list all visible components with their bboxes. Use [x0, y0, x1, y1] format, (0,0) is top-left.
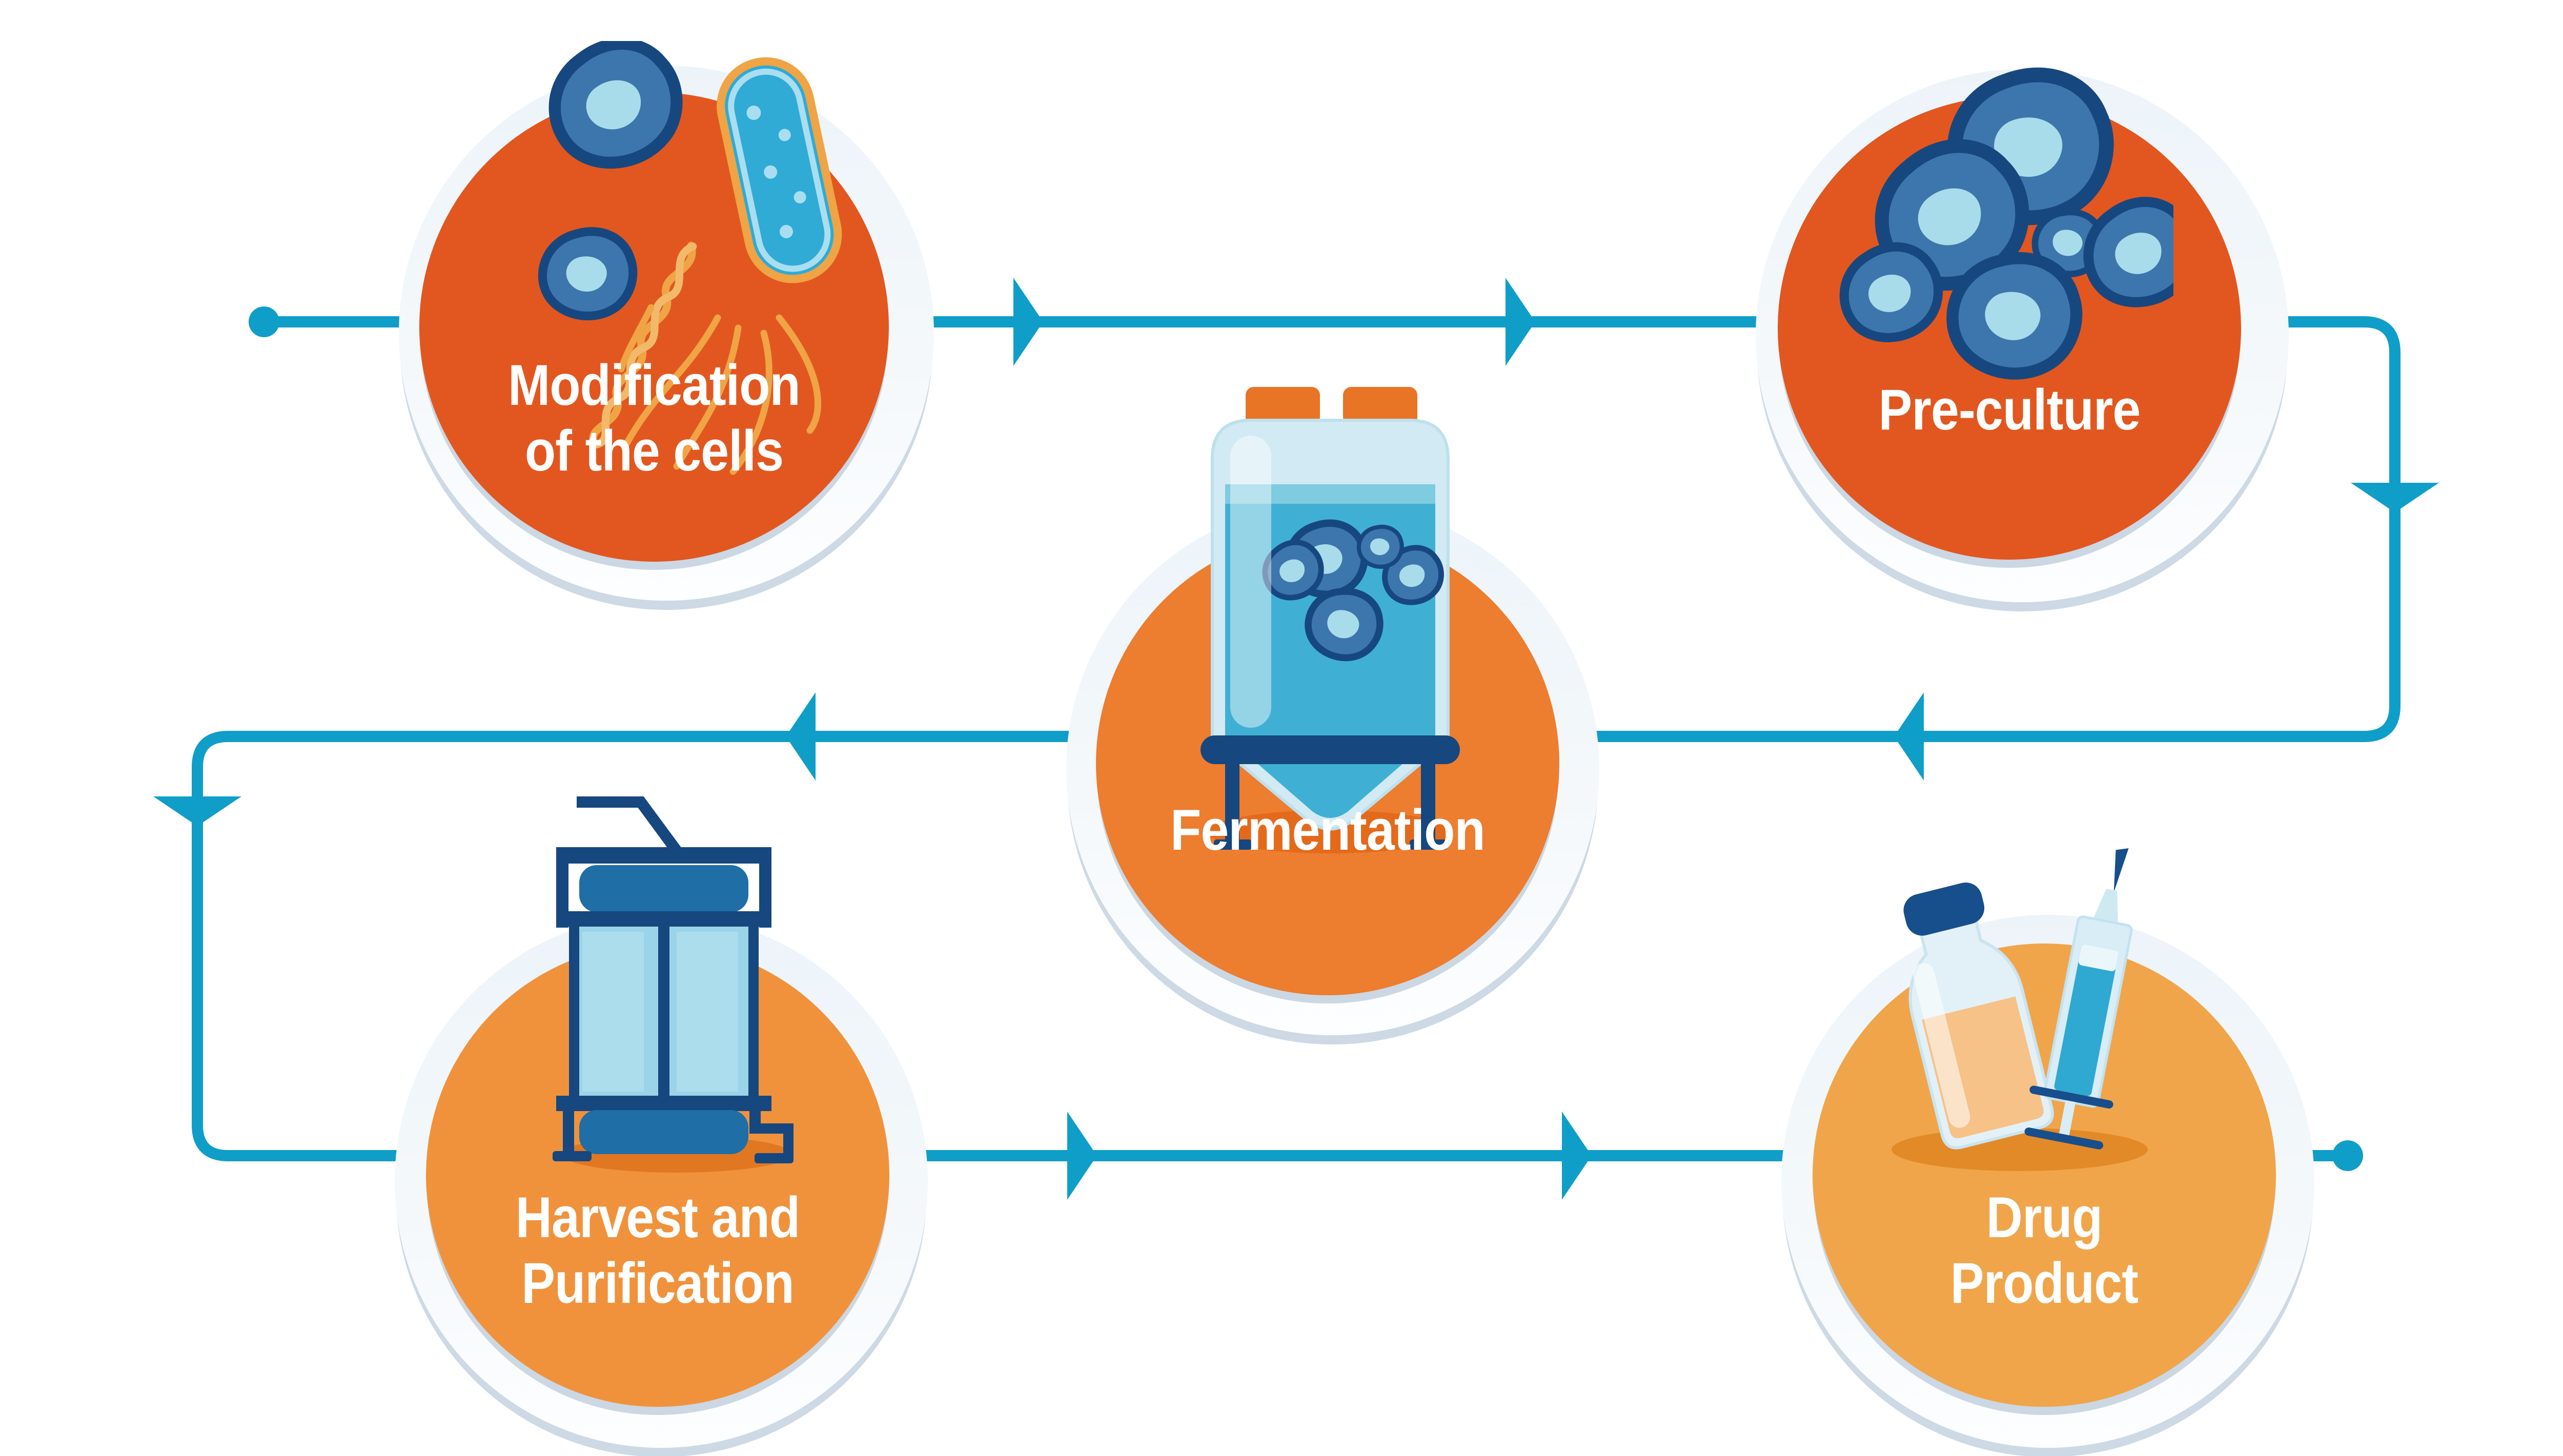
node-circle [1813, 944, 2276, 1407]
node-label: Pre-culture [1878, 378, 2141, 442]
arrow-down-icon [153, 796, 241, 826]
flow-start-dot [249, 306, 279, 337]
cell-cluster-icon [1825, 56, 2173, 415]
arrow-right-icon [1013, 278, 1043, 366]
flow-end-dot [2332, 1140, 2363, 1171]
arrow-left-icon [1894, 692, 1924, 781]
filtration-columns-icon [553, 796, 794, 1173]
arrow-left-icon [786, 692, 816, 781]
modified-cells-icon [492, 41, 842, 475]
vial-and-syringe-icon [1891, 848, 2148, 1171]
arrow-right-icon [1067, 1112, 1097, 1200]
fermentation-tank-icon [1201, 387, 1460, 853]
node-label: Drug Product [1950, 1185, 2139, 1315]
node-label: Harvest and Purification [515, 1185, 800, 1315]
arrow-right-icon [1562, 1112, 1592, 1200]
node-label: Fermentation [1170, 798, 1486, 862]
node-label: Modification of the cells [508, 353, 801, 483]
arrow-down-icon [2351, 483, 2439, 512]
arrow-right-icon [1506, 278, 1535, 366]
